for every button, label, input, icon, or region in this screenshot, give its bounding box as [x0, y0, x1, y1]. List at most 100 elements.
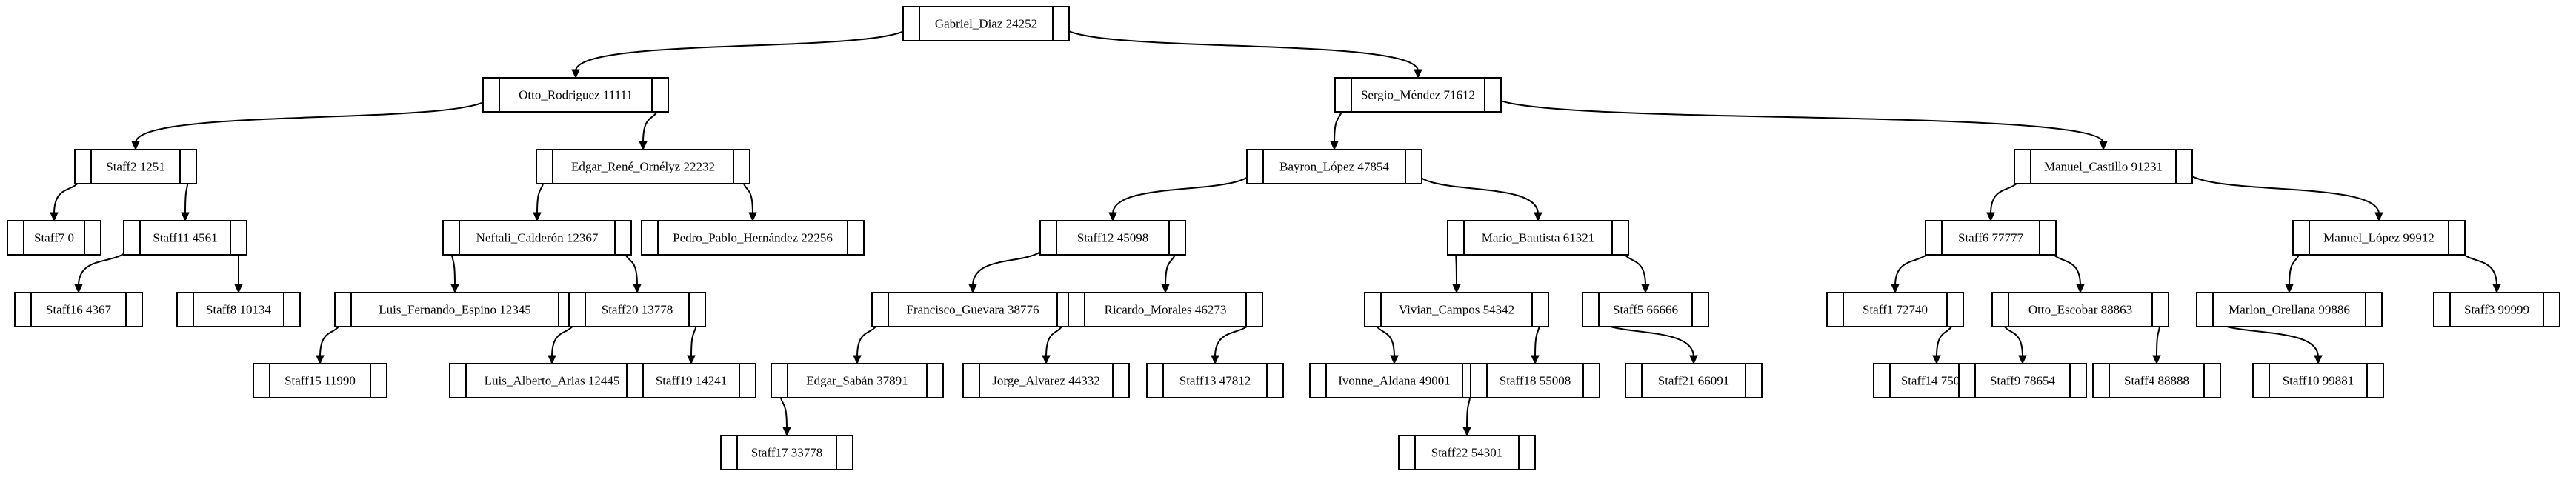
- node-label: Staff15 11990: [284, 374, 356, 388]
- node-box: [720, 435, 853, 470]
- node-label: Staff21 66091: [1658, 374, 1730, 388]
- node-label: Staff5 66666: [1613, 303, 1678, 317]
- tree-node: Staff9 78654: [1958, 363, 2087, 398]
- node-label: Manuel_López 99912: [2323, 231, 2434, 245]
- tree-node: Ivonne_Aldana 49001: [1309, 363, 1480, 398]
- edge-line: [1112, 166, 1256, 215]
- tree-node: Ricardo_Morales 46273: [1068, 292, 1263, 327]
- node-box: [771, 363, 944, 398]
- tree-edge: [968, 237, 1049, 294]
- arrowhead: [968, 284, 977, 294]
- edge-line: [1492, 94, 2104, 144]
- node-box: [1068, 292, 1263, 327]
- node-label: Sergio_Méndez 71612: [1361, 88, 1475, 102]
- node-label: Pedro_Pablo_Hernández 22256: [673, 231, 833, 245]
- arrowhead: [2018, 355, 2027, 365]
- tree-node: Sergio_Méndez 71612: [1334, 77, 1502, 113]
- node-label: Staff3 99999: [2464, 303, 2529, 317]
- tree-node: Staff21 66091: [1625, 363, 1763, 398]
- node-label: Francisco_Guevara 38776: [907, 303, 1039, 317]
- tree-node: Manuel_López 99912: [2292, 220, 2466, 256]
- arrowhead: [131, 141, 140, 151]
- arrowhead: [1932, 355, 1941, 365]
- node-label: Staff1 72740: [1863, 303, 1928, 317]
- tree-node: Staff22 54301: [1398, 435, 1536, 470]
- node-box: [568, 292, 706, 327]
- tree-node: Neftali_Calderón 12367: [442, 220, 632, 256]
- arrowhead: [1891, 284, 1900, 294]
- arrowhead: [633, 284, 642, 294]
- tree-node: Staff16 4367: [14, 292, 143, 327]
- node-box: [1334, 77, 1502, 113]
- arrowhead: [1414, 69, 1422, 79]
- arrowhead: [450, 284, 459, 294]
- tree-node: Staff7 0: [7, 220, 101, 256]
- node-label: Staff12 45098: [1077, 231, 1149, 245]
- tree-node: Bayron_López 47854: [1246, 149, 1422, 184]
- tree-node: Staff8 10134: [176, 292, 301, 327]
- node-box: [14, 292, 143, 327]
- node-label: Staff6 77777: [1958, 231, 2023, 245]
- edge-line: [972, 237, 1049, 287]
- tree-node: Staff20 13778: [568, 292, 706, 327]
- tree-node: Edgar_Sabán 37891: [771, 363, 944, 398]
- node-label: Manuel_Castillo 91231: [2044, 160, 2163, 174]
- node-box: [253, 363, 387, 398]
- node-label: Staff14 75001: [1901, 374, 1973, 388]
- node-label: Otto_Rodriguez 11111: [519, 88, 633, 102]
- node-box: [626, 363, 756, 398]
- tree-node: Staff12 45098: [1039, 220, 1186, 256]
- tree-node: Staff19 14241: [626, 363, 756, 398]
- node-box: [902, 6, 1070, 41]
- node-label: Bayron_López 47854: [1279, 160, 1389, 174]
- arrowhead: [639, 141, 648, 151]
- node-label: Staff17 33778: [751, 446, 823, 460]
- node-box: [1364, 292, 1549, 327]
- node-box: [1625, 363, 1763, 398]
- arrowhead: [853, 355, 862, 365]
- node-label: Luis_Fernando_Espino 12345: [379, 303, 530, 317]
- arrowhead: [2374, 212, 2383, 222]
- arrowhead: [1986, 212, 1995, 222]
- tree-node: Luis_Alberto_Arias 12445: [449, 363, 655, 398]
- arrowhead: [74, 284, 83, 294]
- node-box: [176, 292, 301, 327]
- arrowhead: [1108, 212, 1117, 222]
- node-label: Jorge_Alvarez 44332: [992, 374, 1100, 388]
- tree-node: Staff15 11990: [253, 363, 387, 398]
- node-box: [536, 149, 750, 184]
- tree-node: Staff5 66666: [1582, 292, 1709, 327]
- tree-edge: [1108, 166, 1256, 222]
- node-box: [2433, 292, 2560, 327]
- tree-edge: [1492, 94, 2108, 151]
- arrowhead: [1452, 284, 1461, 294]
- tree-node: Staff18 55008: [1470, 363, 1600, 398]
- node-label: Staff9 78654: [1990, 374, 2055, 388]
- arrowhead: [1641, 284, 1650, 294]
- node-label: Vivian_Campos 54342: [1399, 303, 1514, 317]
- arrowhead: [782, 427, 791, 437]
- node-label: Edgar_René_Ornélyz 22232: [571, 160, 715, 174]
- tree-node: Vivian_Campos 54342: [1364, 292, 1549, 327]
- arrowhead: [687, 355, 696, 365]
- node-box: [1146, 363, 1284, 398]
- tree-node: Pedro_Pablo_Hernández 22256: [641, 220, 865, 256]
- arrowhead: [1330, 141, 1339, 151]
- arrowhead: [2314, 355, 2323, 365]
- node-label: Staff8 10134: [206, 303, 271, 317]
- tree-edge: [2183, 166, 2383, 222]
- node-box: [1925, 220, 2057, 256]
- tree-node: Staff4 88888: [2092, 363, 2221, 398]
- tree-node: Staff3 99999: [2433, 292, 2560, 327]
- node-box: [1398, 435, 1536, 470]
- tree-node: Staff6 77777: [1925, 220, 2057, 256]
- node-label: Edgar_Sabán 37891: [806, 374, 908, 388]
- arrowhead: [2099, 141, 2108, 151]
- tree-node: Staff17 33778: [720, 435, 853, 470]
- edge-line: [2183, 166, 2380, 215]
- node-box: [123, 220, 247, 256]
- node-label: Otto_Escobar 88863: [2028, 303, 2132, 317]
- arrowhead: [2152, 355, 2161, 365]
- arrowhead: [1531, 355, 1540, 365]
